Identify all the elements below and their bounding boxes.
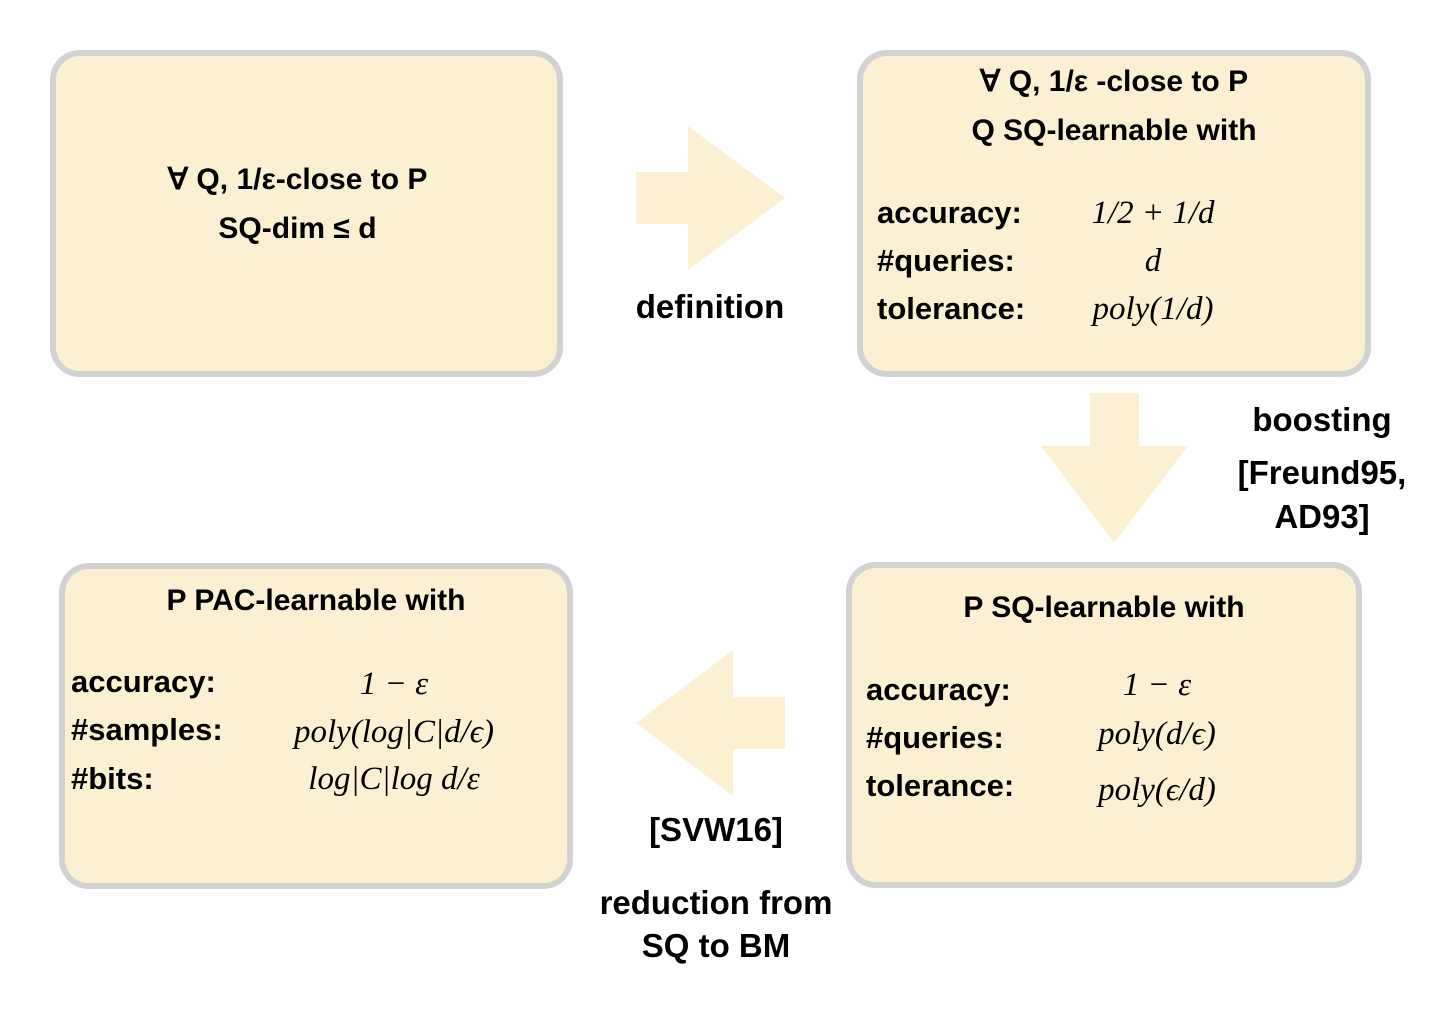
- premise-line-2: SQ-dim ≤ d: [218, 212, 377, 245]
- row-label: #queries:: [877, 243, 1015, 278]
- row-value: 1/2 + 1/d: [1091, 195, 1215, 231]
- p-pac-learnable-box: P PAC-learnable with accuracy: 1 − ε #sa…: [59, 563, 573, 889]
- row-value: 1 − ε: [1122, 667, 1192, 703]
- q-sq-learnable-box: ∀ Q, 1/ε -close to P Q SQ-learnable with…: [857, 50, 1371, 377]
- row-value: 1 − ε: [359, 666, 429, 702]
- row-label: #bits:: [71, 761, 154, 796]
- left-arrow: [636, 650, 785, 796]
- q-sq-line-1: ∀ Q, 1/ε -close to P: [979, 65, 1249, 98]
- row-value: poly(d/ϵ): [1098, 716, 1216, 752]
- reduction-label-1: reduction from: [599, 884, 833, 921]
- boosting-citation-1: [Freund95,: [1237, 454, 1407, 491]
- row-value: poly(log|C|d/ϵ): [293, 714, 495, 750]
- boosting-citation-2: AD93]: [1274, 498, 1370, 535]
- row-value: poly(ϵ/d): [1098, 772, 1216, 808]
- row-label: accuracy:: [877, 195, 1022, 230]
- svw16-citation: [SVW16]: [649, 811, 783, 848]
- definition-label: definition: [635, 288, 785, 325]
- row-label: accuracy:: [866, 672, 1011, 707]
- premise-line-1: ∀ Q, 1/ε-close to P: [167, 163, 428, 196]
- row-label: tolerance:: [866, 768, 1015, 803]
- boosting-label: boosting: [1252, 401, 1392, 438]
- p-sq-title: P SQ-learnable with: [963, 591, 1245, 624]
- q-sq-line-2: Q SQ-learnable with: [971, 114, 1257, 147]
- row-value: poly(1/d): [1092, 291, 1214, 327]
- p-pac-title: P PAC-learnable with: [166, 584, 466, 617]
- row-label: #samples:: [71, 712, 223, 747]
- row-label: #queries:: [866, 720, 1004, 755]
- right-arrow: [636, 126, 785, 270]
- reduction-label-2: SQ to BM: [641, 927, 791, 964]
- premise-box: ∀ Q, 1/ε-close to P SQ-dim ≤ d: [50, 50, 563, 377]
- row-label: accuracy:: [71, 664, 216, 699]
- row-value: d: [1144, 243, 1162, 279]
- p-sq-learnable-box: P SQ-learnable with accuracy: 1 − ε #que…: [846, 562, 1362, 888]
- row-value: log|C|log d/ε: [308, 761, 480, 797]
- row-label: tolerance:: [877, 291, 1026, 326]
- down-arrow: [1041, 393, 1188, 543]
